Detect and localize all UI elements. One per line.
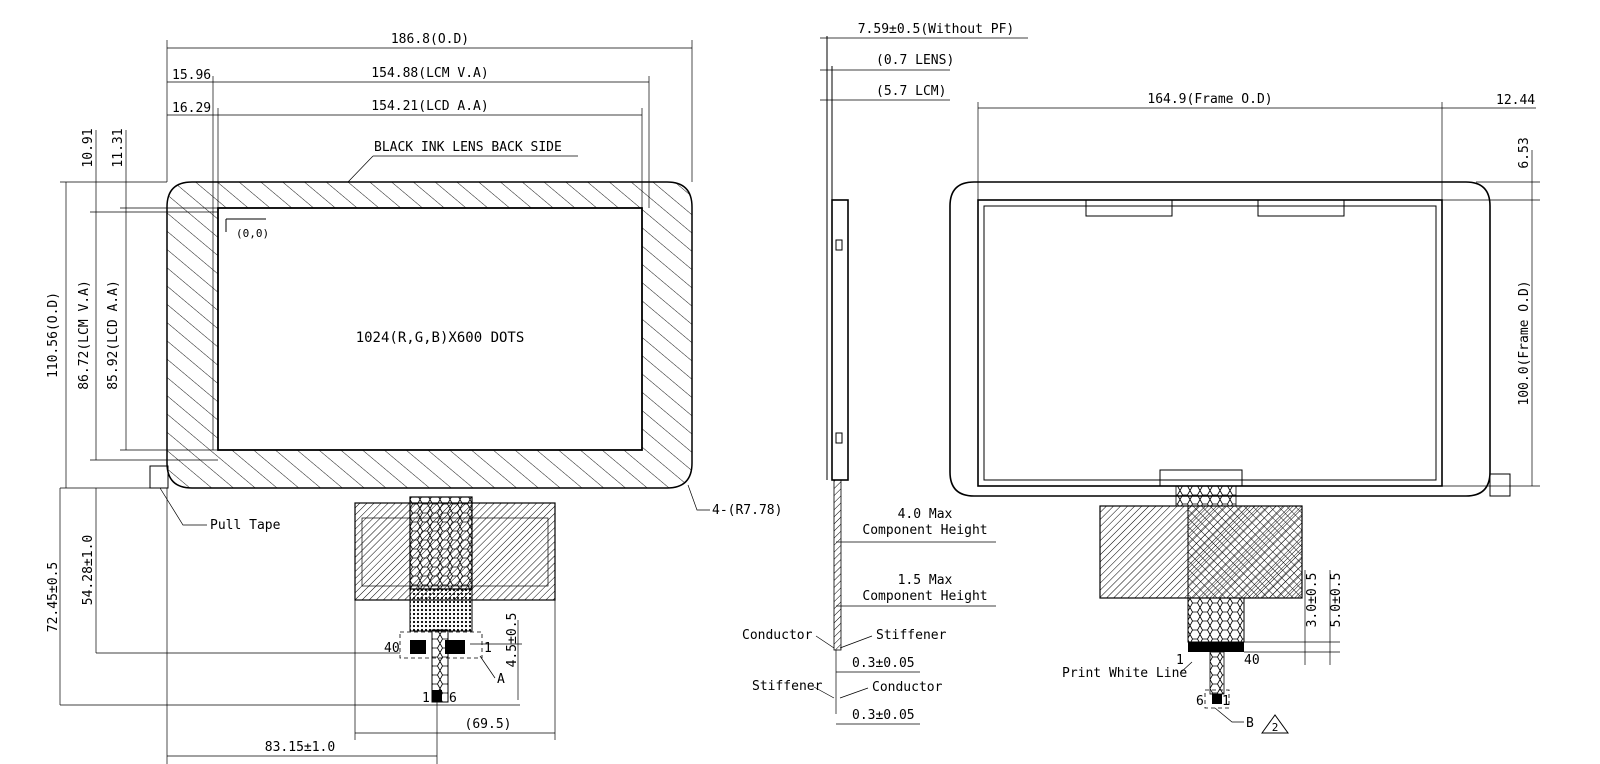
- back-pin-1-label: 1: [1176, 653, 1184, 668]
- back-frame: [977, 199, 1443, 487]
- frame-width-dim: 164.9(Frame O.D): [1147, 92, 1272, 107]
- overall-height-dim: 110.56(O.D): [46, 292, 61, 378]
- lcd-aa-width-dim: 154.21(LCD A.A): [371, 99, 488, 114]
- pull-tape-tab: [149, 465, 169, 489]
- front-view: 186.8(O.D) 154.88(LCM V.A) 15.96 154.21(…: [46, 32, 782, 764]
- pin-1-label: 1: [484, 641, 492, 656]
- comp-height-2b: Component Height: [862, 589, 987, 604]
- back-dim-1: 3.0±0.5: [1305, 573, 1320, 628]
- viewing-area: [217, 207, 643, 451]
- offset-x-dim: 12.44: [1496, 93, 1535, 108]
- pin-6-label: 6: [449, 691, 457, 706]
- offset-va-x-dim: 15.96: [172, 68, 211, 83]
- comp-height-2: 1.5 Max: [898, 573, 953, 588]
- lcm-va-height-dim: 86.72(LCM V.A): [77, 280, 92, 390]
- conductor-2-label: Conductor: [872, 680, 943, 695]
- fpc-connector: [409, 588, 473, 632]
- pull-tape-label: Pull Tape: [210, 518, 281, 533]
- back-pin-1b-label: 1: [1222, 694, 1230, 709]
- lcd-aa-height-dim: 85.92(LCD A.A): [106, 280, 121, 390]
- detail-a-label: A: [497, 672, 505, 687]
- offset-aa-x-dim: 16.29: [172, 101, 211, 116]
- back-pin-40-label: 40: [1244, 653, 1260, 668]
- thickness-2-dim: 0.3±0.05: [852, 708, 915, 723]
- pin-40-label: 40: [384, 641, 400, 656]
- ink-label: BLACK INK LENS BACK SIDE: [374, 140, 562, 155]
- offset-y-dim: 6.53: [1517, 137, 1532, 168]
- fpc-ribbon: [409, 496, 473, 590]
- comp-height-1: 4.0 Max: [898, 507, 953, 522]
- back-lens-outline: [949, 181, 1491, 497]
- comp-height-1b: Component Height: [862, 523, 987, 538]
- revision-triangle-icon: [1261, 714, 1289, 734]
- offset-aa-y-dim: 11.31: [111, 128, 126, 167]
- detail-b-label: B: [1246, 716, 1254, 731]
- revision-label: 2: [1272, 721, 1279, 734]
- origin-label: (0,0): [236, 227, 269, 240]
- corner-radius-label: 4-(R7.78): [712, 503, 782, 518]
- pin-1b-label: 1: [422, 691, 430, 706]
- lcm-dim: (5.7 LCM): [876, 84, 946, 99]
- fpc-offset-dim: 83.15±1.0: [265, 740, 335, 755]
- fpc-dim-2: 54.28±1.0: [81, 535, 96, 605]
- fpc-dim-3: 4.5±0.5: [505, 613, 520, 668]
- back-view: 164.9(Frame O.D) 12.44 6.53 100.0(Frame …: [949, 92, 1540, 734]
- stiffener-2-label: Stiffener: [752, 679, 823, 694]
- frame-height-dim: 100.0(Frame O.D): [1517, 280, 1532, 405]
- overall-width-dim: 186.8(O.D): [391, 32, 469, 47]
- stiffener-1-label: Stiffener: [876, 628, 947, 643]
- resolution-label: 1024(R,G,B)X600 DOTS: [356, 330, 525, 346]
- offset-va-y-dim: 10.91: [81, 128, 96, 167]
- conductor-1-label: Conductor: [742, 628, 813, 643]
- back-fpc-tail: [1187, 597, 1245, 643]
- print-white-line-label: Print White Line: [1062, 666, 1187, 681]
- lens-dim: (0.7 LENS): [876, 53, 954, 68]
- thickness-1-dim: 0.3±0.05: [852, 656, 915, 671]
- lcm-body: [831, 199, 849, 481]
- back-dim-2: 5.0±0.5: [1329, 573, 1344, 628]
- side-view: 7.59±0.5(Without PF) (0.7 LENS) (5.7 LCM…: [742, 22, 1028, 725]
- fpc-dim-1: 72.45±0.5: [46, 562, 61, 632]
- fpc-width-dim: (69.5): [465, 717, 512, 732]
- lcm-va-width-dim: 154.88(LCM V.A): [371, 66, 488, 81]
- back-pin-6-label: 6: [1196, 694, 1204, 709]
- thickness-dim: 7.59±0.5(Without PF): [858, 22, 1015, 37]
